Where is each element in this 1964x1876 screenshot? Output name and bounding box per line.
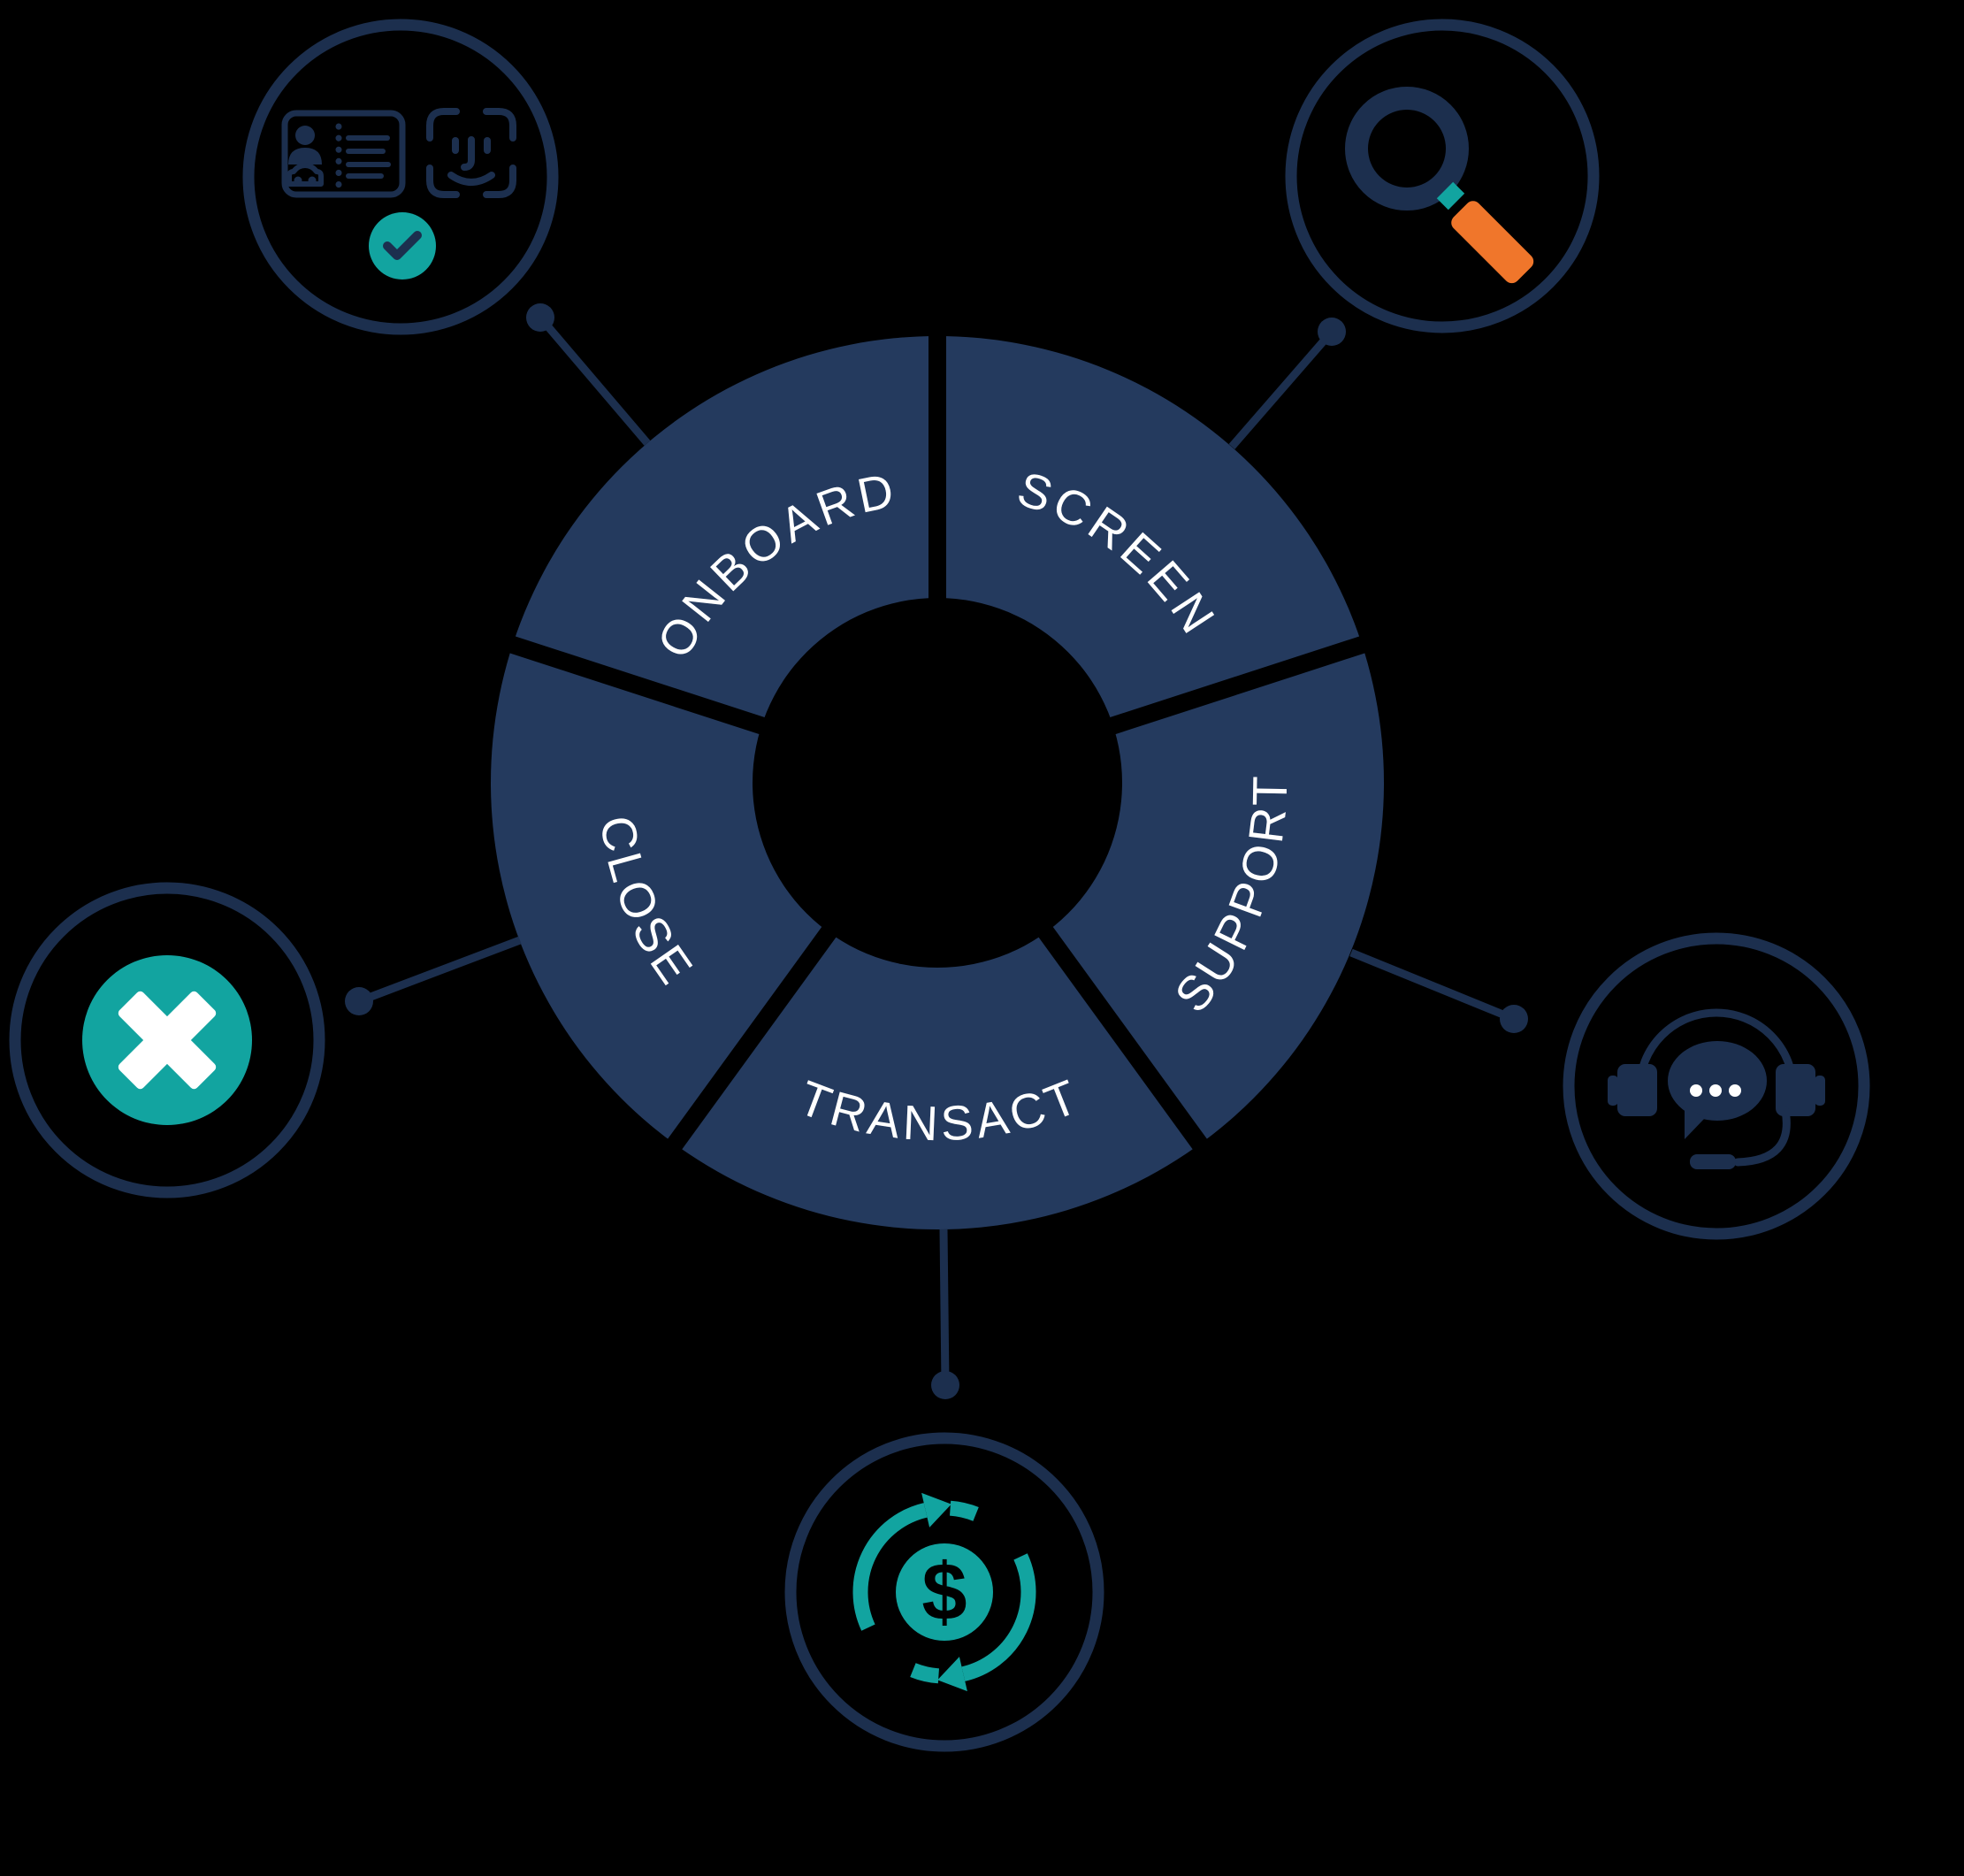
spoke-line xyxy=(1228,329,1335,449)
headset-earcup xyxy=(1776,1064,1815,1116)
satellite-circle-screen-search xyxy=(1285,19,1600,333)
close-x-icon xyxy=(82,955,252,1125)
money-cycle-icon: $ xyxy=(852,1492,1036,1692)
headset-earcup xyxy=(1617,1064,1657,1116)
spoke-dot xyxy=(526,303,554,332)
satellite-circle-onboard-identity xyxy=(242,19,559,335)
id-card-car-wheel xyxy=(294,176,302,185)
satellite-circle-transact-money xyxy=(784,1432,1104,1752)
id-card-portrait-head xyxy=(295,126,315,145)
cycle-arrow-half xyxy=(910,1553,1036,1692)
id-verification-icon xyxy=(281,108,516,279)
spoke-line xyxy=(939,1229,950,1386)
x-bar xyxy=(118,991,217,1090)
magnifier-collar xyxy=(1436,181,1465,211)
cycle-arrowhead xyxy=(921,1492,951,1528)
id-card-car-wheel xyxy=(308,176,317,185)
spoke-dot xyxy=(1500,1005,1528,1033)
face-id-frame-corner xyxy=(426,108,460,142)
face-id-frame-corner xyxy=(426,165,460,198)
speech-bubble-dot xyxy=(1729,1084,1741,1097)
dollar-sign: $ xyxy=(921,1547,967,1637)
spoke-dot xyxy=(1318,318,1346,346)
check-icon xyxy=(383,231,422,260)
face-id-frame-corner xyxy=(483,165,516,198)
headset-earcup-nub xyxy=(1815,1076,1825,1106)
spoke-dot xyxy=(931,1371,959,1399)
cycle-arrowhead xyxy=(937,1657,967,1692)
headset-earcup-nub xyxy=(1608,1076,1618,1106)
id-card-car xyxy=(287,163,324,187)
face-id-frame-corner xyxy=(483,108,516,142)
id-card-outline xyxy=(281,110,406,198)
magnifier-icon xyxy=(1345,87,1534,284)
cycle-dash xyxy=(910,1663,940,1684)
magnifier-lens xyxy=(1345,87,1469,211)
speech-bubble-tail xyxy=(1685,1107,1706,1139)
face-id-nose xyxy=(461,136,475,171)
dollar-coin xyxy=(896,1543,993,1641)
headset-icon xyxy=(1608,1008,1825,1169)
speech-bubble-dot xyxy=(1709,1084,1722,1097)
speech-bubble-dot xyxy=(1690,1084,1702,1097)
cycle-arc xyxy=(852,1503,928,1631)
id-card-portrait-shoulders xyxy=(288,148,322,165)
satellite-circle-close-x xyxy=(9,882,325,1198)
spoke-dot xyxy=(345,987,373,1015)
headset-band xyxy=(1635,1008,1798,1091)
face-id-smile xyxy=(447,172,495,186)
speech-bubble xyxy=(1668,1041,1767,1121)
headset-mic-boom xyxy=(1733,1106,1791,1167)
magnifier-handle xyxy=(1451,201,1534,284)
spoke-line xyxy=(1349,948,1516,1023)
spoke-line xyxy=(357,936,522,1006)
cycle-arrow-half xyxy=(852,1492,979,1631)
spoke-line xyxy=(537,315,651,446)
cycle-arc xyxy=(961,1553,1036,1681)
headset-mic-tip xyxy=(1690,1154,1736,1169)
wheel-hole xyxy=(753,598,1122,968)
cycle-dash xyxy=(949,1500,979,1521)
satellite-circle-support-headset xyxy=(1563,932,1870,1240)
